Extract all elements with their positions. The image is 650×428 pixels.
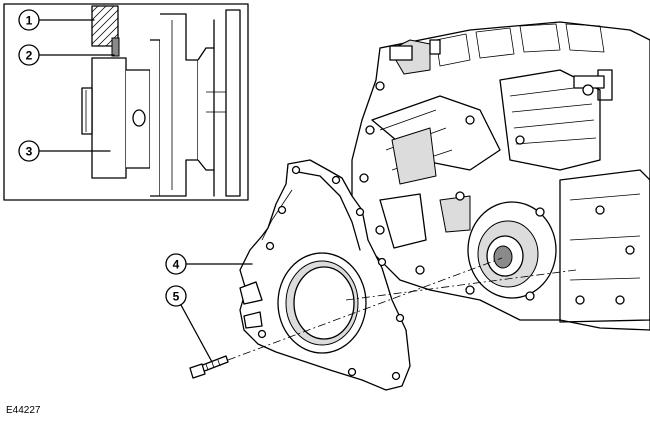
callout-5: 5 <box>165 285 213 363</box>
callout-1: 1 <box>18 9 95 31</box>
svg-text:1: 1 <box>26 14 33 28</box>
installer-tool <box>91 5 120 57</box>
svg-text:2: 2 <box>26 49 33 63</box>
svg-text:4: 4 <box>173 258 180 272</box>
svg-text:3: 3 <box>26 145 33 159</box>
callout-2: 2 <box>18 44 115 66</box>
engine-block <box>351 21 650 331</box>
callout-3: 3 <box>18 140 111 162</box>
svg-text:5: 5 <box>173 290 180 304</box>
inset-frame <box>3 3 249 201</box>
retaining-bolt <box>189 355 229 379</box>
crankshaft-flange <box>126 9 241 197</box>
crankshaft-snout <box>467 201 557 299</box>
inset-detail: 1 2 3 <box>3 3 249 201</box>
seal-retainer-plate <box>239 159 411 391</box>
rear-oil-seal <box>81 57 127 179</box>
callout-4: 4 <box>165 253 253 275</box>
figure-id: E44227 <box>6 405 41 416</box>
plate-bolt-holes <box>257 165 405 381</box>
alignment-lines <box>227 257 577 361</box>
block-bolt-holes <box>359 81 635 305</box>
